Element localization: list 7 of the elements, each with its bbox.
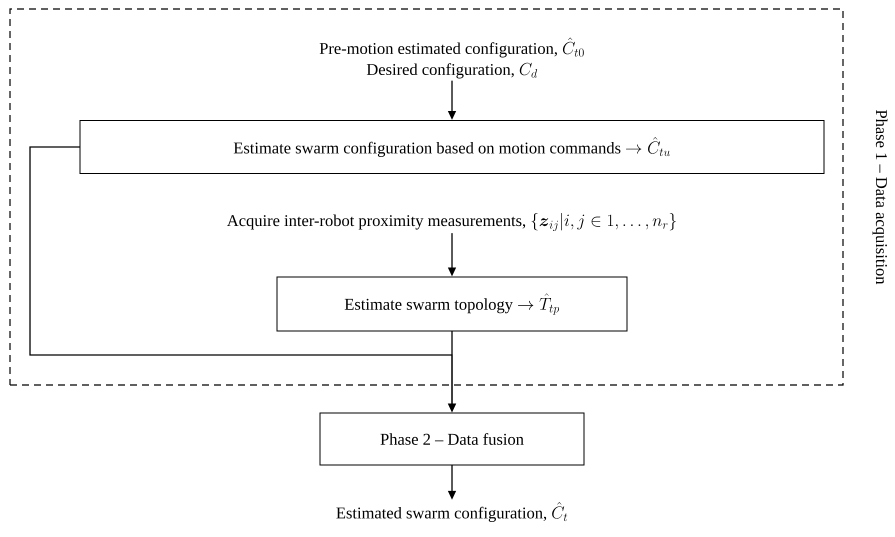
input-text: Acquire inter-robot proximity measurements, $\{\boldsymbol{z}_{ij} | i,j \in 1,\ldots,n_r\}$ bbox=[226, 213, 676, 232]
input-text: Pre-motion estimated configuration, $\hat{C}_{t0}$ Desired configuration, $C_d$ bbox=[320, 38, 584, 78]
phase-box: Phase 2 – Data fusion bbox=[320, 412, 584, 466]
output-text: Estimated swarm configuration, $\hat{C}_t$ bbox=[336, 502, 568, 522]
process-box: Estimate swarm topology $\rightarrow \hat{T}_{tp}$ bbox=[276, 276, 628, 332]
phase-label: Phase 1 – Data acquisition bbox=[872, 110, 888, 284]
process-box: Estimate swarm configuration based on motion commands $\rightarrow \hat{C}_{tu}$ bbox=[80, 120, 824, 174]
